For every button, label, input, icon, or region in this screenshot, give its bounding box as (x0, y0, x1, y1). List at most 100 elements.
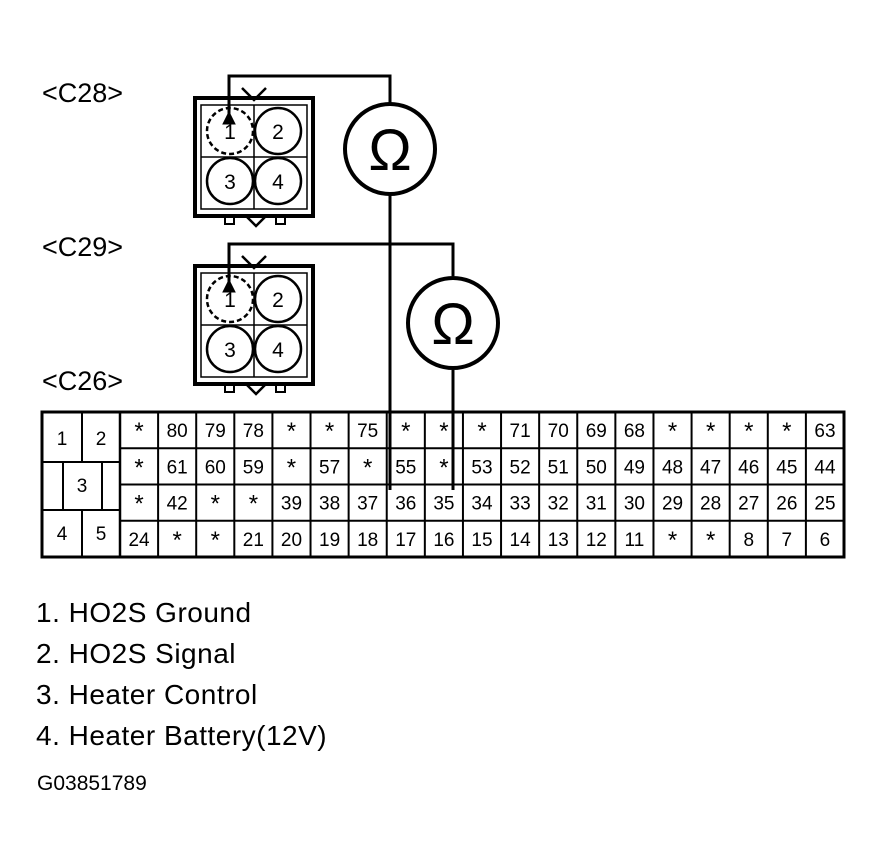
ecm-pin-38: 38 (319, 494, 340, 515)
ecm-pin-53: 53 (471, 457, 492, 478)
c29-pin-1: 1 (224, 289, 236, 312)
c28-pin-4: 4 (272, 171, 284, 194)
ecm-pin-unused: * (477, 418, 486, 445)
ecm-pin-6: 6 (820, 530, 831, 551)
ecm-pin-70: 70 (548, 421, 569, 442)
ecm-pin-63: 63 (814, 421, 835, 442)
ecm-pin-unused: * (668, 418, 677, 445)
ecm-pin-12: 12 (586, 530, 607, 551)
ecm-pin-13: 13 (548, 530, 569, 551)
c28-pin-1: 1 (224, 121, 236, 144)
ecm-pin-unused: * (249, 491, 258, 518)
ohmmeter-c29: Ω (406, 276, 500, 370)
ecm-pin-25: 25 (814, 494, 835, 515)
ecm-pin-37: 37 (357, 494, 378, 515)
ecm-pin-unused: * (134, 454, 143, 481)
ecm-pin-79: 79 (205, 421, 226, 442)
ecm-pin-unused: * (363, 454, 372, 481)
ecm-pin-unused: * (439, 454, 448, 481)
ecm-pin-55: 55 (395, 457, 416, 478)
ecm-pin-28: 28 (700, 494, 721, 515)
ecm-pin-unused: * (172, 527, 181, 554)
ecm-pin-unused: * (287, 418, 296, 445)
ecm-pin-47: 47 (700, 457, 721, 478)
ecm-pin-49: 49 (624, 457, 645, 478)
ecm-pin-15: 15 (471, 530, 492, 551)
ecm-pin-33: 33 (510, 494, 531, 515)
ecm-pin-29: 29 (662, 494, 683, 515)
ecm-pin-unused: * (744, 418, 753, 445)
legend-item: 3. Heater Control (36, 679, 258, 710)
connector-c29 (193, 255, 315, 396)
connector-c28 (193, 87, 315, 228)
legend-item: 2. HO2S Signal (36, 638, 236, 669)
ecm-pin-unused: * (782, 418, 791, 445)
ecm-pin-unused: * (134, 418, 143, 445)
ecm-pin-35: 35 (433, 494, 454, 515)
ecm-pin-unused: * (401, 418, 410, 445)
ecm-pin-45: 45 (776, 457, 797, 478)
ecm-pin-16: 16 (433, 530, 454, 551)
connector-c28-label: <C28> (42, 78, 124, 108)
ecm-pin-17: 17 (395, 530, 416, 551)
ecm-pin-18: 18 (357, 530, 378, 551)
ecm-pin-8: 8 (743, 530, 754, 551)
test-lead-c29-to-pin-35 (222, 242, 455, 490)
ohm-symbol: Ω (368, 118, 411, 183)
ecm-pin-36: 36 (395, 494, 416, 515)
ecm-pin-68: 68 (624, 421, 645, 442)
ecm-pin-42: 42 (167, 494, 188, 515)
pin-legend: 1. HO2S Ground 2. HO2S Signal 3. Heater … (36, 592, 327, 756)
ecm-pin-46: 46 (738, 457, 759, 478)
ecm-pin-unused: * (706, 527, 715, 554)
ecm-pin-unused: * (211, 491, 220, 518)
c29-pin-3: 3 (224, 339, 236, 362)
ecm-pin-30: 30 (624, 494, 645, 515)
ecm-pin-unused: * (287, 454, 296, 481)
ecm-pin-unused: * (668, 527, 677, 554)
ecm-pin-26: 26 (776, 494, 797, 515)
ecm-pin-57: 57 (319, 457, 340, 478)
ecm-pin-3: 3 (77, 476, 88, 497)
c29-pin-2: 2 (272, 289, 284, 312)
ohm-symbol: Ω (431, 292, 474, 357)
connector-c29-label: <C29> (42, 232, 124, 262)
ecm-pin-11: 11 (625, 530, 645, 551)
ecm-pin-51: 51 (548, 457, 569, 478)
ecm-pin-21: 21 (243, 530, 264, 551)
ecm-pin-1: 1 (57, 429, 68, 450)
ecm-connector (40, 410, 846, 559)
ecm-pin-61: 61 (167, 457, 188, 478)
ecm-pin-59: 59 (243, 457, 264, 478)
ecm-pin-31: 31 (586, 494, 607, 515)
ecm-pin-60: 60 (205, 457, 226, 478)
c29-pin-4: 4 (272, 339, 284, 362)
ecm-pin-unused: * (134, 491, 143, 518)
ecm-pin-69: 69 (586, 421, 607, 442)
ecm-pin-80: 80 (167, 421, 188, 442)
ecm-pin-34: 34 (471, 494, 493, 515)
ecm-pin-14: 14 (510, 530, 532, 551)
ecm-pin-71: 71 (510, 421, 531, 442)
c28-pin-3: 3 (224, 171, 236, 194)
ecm-pin-50: 50 (586, 457, 607, 478)
legend-item: 4. Heater Battery(12V) (36, 720, 328, 751)
ecm-pin-52: 52 (510, 457, 531, 478)
ecm-pin-2: 2 (96, 429, 107, 450)
ecm-pin-unused: * (439, 418, 448, 445)
ecm-pin-5: 5 (96, 524, 107, 545)
ecm-pin-27: 27 (738, 494, 759, 515)
ecm-connector-c26-label: <C26> (42, 366, 124, 396)
ecm-pin-20: 20 (281, 530, 302, 551)
ecm-pin-unused: * (211, 527, 220, 554)
ecm-pin-19: 19 (319, 530, 340, 551)
ecm-pin-unused: * (706, 418, 715, 445)
ohmmeter-c28: Ω (343, 102, 437, 196)
ecm-pin-4: 4 (57, 524, 68, 545)
ecm-pin-78: 78 (243, 421, 264, 442)
ecm-pin-32: 32 (548, 494, 569, 515)
ecm-pin-39: 39 (281, 494, 302, 515)
legend-item: 1. HO2S Ground (36, 597, 252, 628)
ecm-pin-7: 7 (782, 530, 793, 551)
